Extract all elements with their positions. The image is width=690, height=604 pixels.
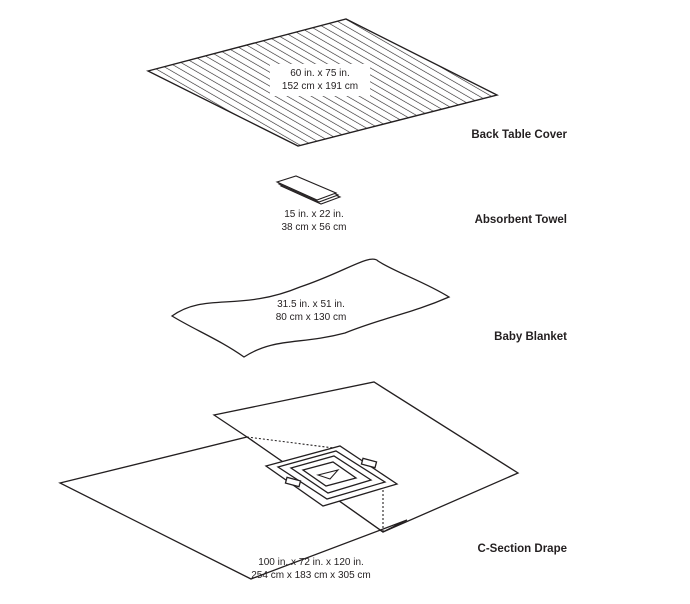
absorbent-towel-label: Absorbent Towel [475, 214, 567, 226]
c-section-drape-illustration [58, 381, 520, 580]
incision-opening [316, 469, 340, 480]
back-table-cover-dim-metric: 152 cm x 191 cm [282, 81, 358, 92]
baby-blanket-dim-metric: 80 cm x 130 cm [276, 312, 347, 323]
back-table-cover-label-bg [270, 64, 370, 96]
c-section-drape-dim-metric: 254 cm x 183 cm x 305 cm [251, 570, 371, 581]
tube-holder-left [284, 476, 302, 488]
back-table-cover-label: Back Table Cover [471, 129, 567, 141]
baby-blanket-label: Baby Blanket [494, 331, 567, 343]
c-section-drape-dim-imperial: 100 in. x 72 in. x 120 in. [258, 557, 364, 568]
c-section-drape-label: C-Section Drape [478, 543, 567, 555]
back-table-cover-illustration [146, 18, 499, 147]
baby-blanket-illustration [170, 258, 451, 358]
absorbent-towel-dim-imperial: 15 in. x 22 in. [284, 209, 343, 220]
back-table-cover-dim-imperial: 60 in. x 75 in. [290, 68, 349, 79]
absorbent-towel-illustration [275, 175, 342, 205]
tube-holder-right [360, 457, 378, 469]
baby-blanket-dim-imperial: 31.5 in. x 51 in. [277, 299, 345, 310]
absorbent-towel-dim-metric: 38 cm x 56 cm [281, 222, 346, 233]
